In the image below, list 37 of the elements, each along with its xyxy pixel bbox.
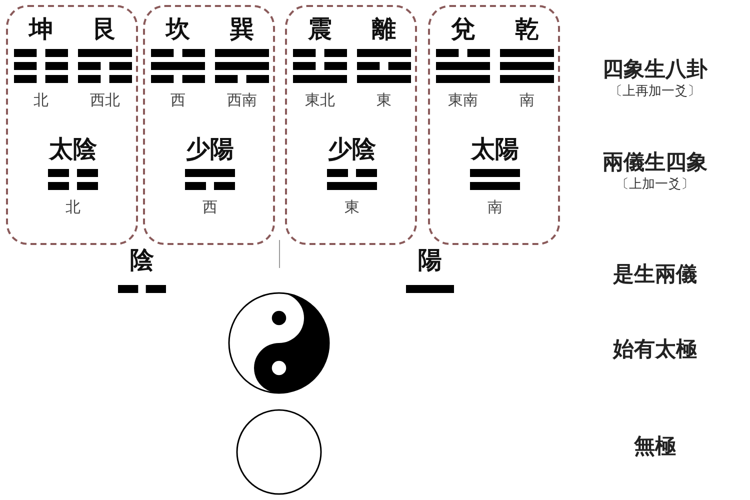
- dashed-group-box: [428, 5, 560, 245]
- trigram-name: 離: [372, 15, 396, 43]
- note-label: 〔上加一爻〕: [615, 176, 695, 193]
- note-label: 〔上再加一爻〕: [608, 83, 702, 100]
- trigram-name: 巽: [230, 15, 254, 43]
- stage-label: 兩儀生四象: [602, 148, 708, 176]
- bigram-name: 太陽: [471, 135, 519, 163]
- direction-label: 東北: [305, 91, 335, 109]
- bigram-name: 少陽: [186, 135, 234, 163]
- direction-label: 南: [488, 198, 502, 216]
- direction-label: 東: [376, 91, 392, 109]
- direction-label: 西南: [227, 91, 257, 109]
- direction-label: 西北: [90, 91, 120, 109]
- yin-label: 陰: [129, 246, 155, 274]
- dashed-group-box: [285, 5, 417, 245]
- direction-label: 北: [66, 198, 80, 216]
- trigram-name: 坤: [29, 15, 53, 43]
- bigram-name: 太陰: [49, 135, 97, 163]
- stage-label: 是生兩儀: [612, 260, 698, 288]
- bigram-name: 少陰: [328, 135, 376, 163]
- yang-label: 陽: [417, 246, 443, 274]
- direction-label: 西: [170, 91, 186, 109]
- direction-label: 北: [34, 91, 48, 109]
- dashed-group-box: [143, 5, 275, 245]
- stage-label: 無極: [632, 432, 677, 460]
- direction-label: 東南: [448, 91, 478, 109]
- trigram-name: 震: [308, 15, 332, 43]
- trigram-name: 艮: [93, 15, 117, 43]
- stage-label: 始有太極: [612, 335, 698, 363]
- trigram-name: 乾: [515, 15, 539, 43]
- trigram-name: 兌: [451, 15, 475, 43]
- dashed-group-box: [6, 5, 138, 245]
- direction-label: 南: [520, 91, 534, 109]
- stage-label: 四象生八卦: [602, 55, 709, 83]
- direction-label: 東: [344, 198, 360, 216]
- trigram-name: 坎: [166, 15, 190, 43]
- direction-label: 西: [202, 198, 218, 216]
